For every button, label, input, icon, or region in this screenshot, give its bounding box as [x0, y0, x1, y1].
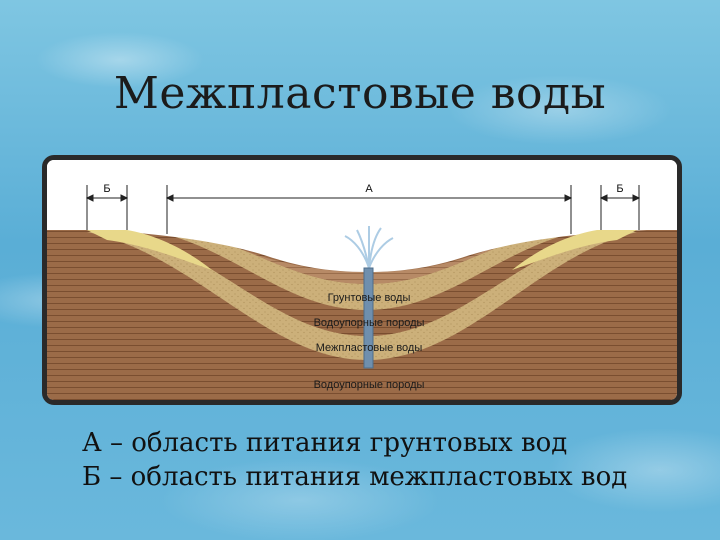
- dimension-lines: [85, 185, 641, 234]
- water-layers-diagram: Б А Б Грунтовые воды Водоупорные породы …: [47, 160, 677, 400]
- label-aquiclude-lower: Водоупорные породы: [314, 379, 425, 391]
- legend-line-a: А – область питания грунтовых вод: [82, 428, 568, 458]
- label-interstratal: Межпластовые воды: [316, 342, 423, 354]
- label-b-right: Б: [616, 183, 623, 195]
- legend-line-b: Б – область питания межпластовых вод: [82, 462, 628, 492]
- diagram-frame: Б А Б Грунтовые воды Водоупорные породы …: [42, 155, 682, 405]
- surface-sky: [47, 160, 677, 272]
- label-a: А: [365, 183, 373, 195]
- well-pipe: [363, 267, 374, 369]
- fountain-spray: [344, 226, 394, 269]
- label-groundwater: Грунтовые воды: [328, 292, 411, 304]
- legend: А – область питания грунтовых вод Б – об…: [82, 426, 702, 494]
- outcrop-right: [512, 230, 637, 270]
- label-b-left: Б: [103, 183, 110, 195]
- outcrop-left: [87, 230, 212, 270]
- slide-title: Межпластовые воды: [113, 68, 607, 119]
- label-aquiclude-upper: Водоупорные породы: [314, 317, 425, 329]
